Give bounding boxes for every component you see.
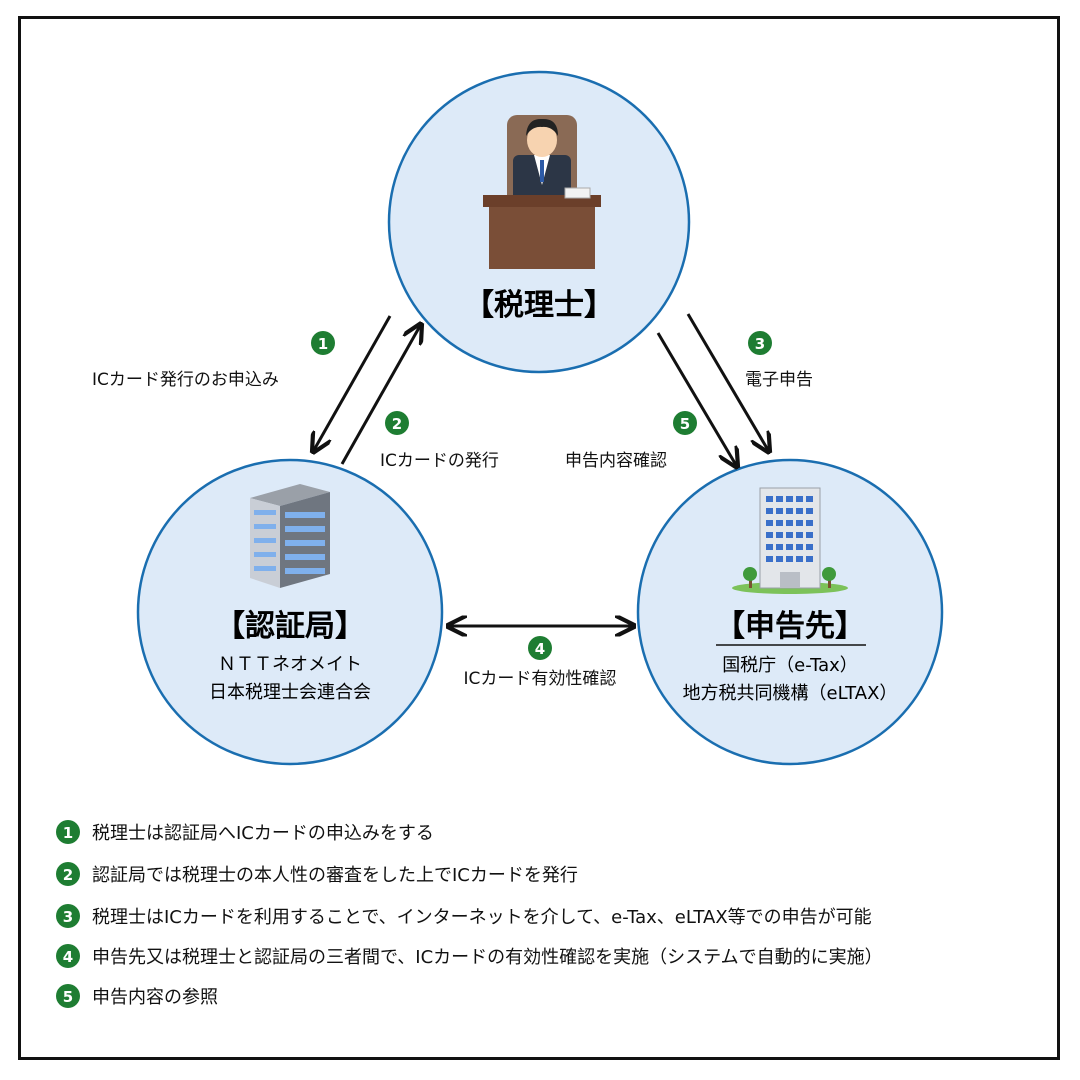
svg-text:1: 1	[318, 335, 328, 353]
tax-accountant-title: 【税理士】	[464, 288, 614, 323]
diagram-frame	[18, 16, 1060, 1060]
legend: 1 税理士は認証局へICカードの申込みをする 2 認証局では税理士の本人性の審査…	[56, 820, 883, 1008]
svg-text:ICカード有効性確認: ICカード有効性確認	[464, 669, 617, 689]
ca-circle	[136, 458, 444, 766]
arrow-2-label: 2 ICカードの発行	[380, 411, 499, 471]
legend-item-5: 5 申告内容の参照	[56, 984, 218, 1008]
svg-text:5: 5	[680, 415, 690, 433]
svg-text:2: 2	[392, 415, 402, 433]
ca-building-icon	[250, 484, 330, 588]
dest-line-2: 地方税共同機構（eLTAX）	[683, 683, 898, 704]
arrow-3-label: 3 電子申告	[745, 331, 813, 390]
svg-text:4: 4	[63, 948, 73, 966]
svg-text:税理士は認証局へICカードの申込みをする: 税理士は認証局へICカードの申込みをする	[92, 823, 434, 844]
arrow-1-label: 1 ICカード発行のお申込み	[92, 331, 335, 390]
svg-text:申告内容確認: 申告内容確認	[565, 451, 667, 471]
legend-item-3: 3 税理士はICカードを利用することで、インターネットを介して、e-Tax、eL…	[56, 904, 872, 928]
arrow-2	[340, 326, 420, 465]
arrow-5	[656, 332, 736, 465]
arrow-1	[314, 315, 392, 450]
dest-line-1: 国税庁（e-Tax）	[722, 655, 858, 676]
ca-line-2: 日本税理士会連合会	[209, 682, 371, 703]
tax-accountant-icon	[483, 115, 601, 269]
ca-title: 【認証局】	[215, 609, 365, 644]
legend-item-4: 4 申告先又は税理士と認証局の三者間で、ICカードの有効性確認を実施（システムで…	[56, 944, 883, 968]
svg-text:申告内容の参照: 申告内容の参照	[92, 987, 218, 1008]
legend-item-2: 2 認証局では税理士の本人性の審査をした上でICカードを発行	[56, 862, 578, 886]
arrow-5-label: 5 申告内容確認	[565, 411, 697, 471]
dest-circle	[636, 458, 944, 766]
svg-text:3: 3	[63, 908, 73, 926]
svg-text:5: 5	[63, 988, 73, 1006]
legend-item-1: 1 税理士は認証局へICカードの申込みをする	[56, 820, 434, 844]
svg-text:ICカード発行のお申込み: ICカード発行のお申込み	[92, 370, 279, 390]
svg-text:税理士はICカードを利用することで、インターネットを介して、: 税理士はICカードを利用することで、インターネットを介して、e-Tax、eLTA…	[92, 907, 872, 928]
ca-line-1: ＮＴＴネオメイト	[218, 654, 362, 675]
svg-text:4: 4	[535, 640, 545, 658]
svg-text:1: 1	[63, 824, 73, 842]
arrow-4-label: 4 ICカード有効性確認	[464, 636, 617, 689]
arrow-3	[686, 313, 768, 450]
svg-text:ICカードの発行: ICカードの発行	[380, 451, 499, 471]
svg-text:電子申告: 電子申告	[745, 370, 813, 390]
svg-text:2: 2	[63, 866, 73, 884]
svg-text:認証局では税理士の本人性の審査をした上でICカードを発行: 認証局では税理士の本人性の審査をした上でICカードを発行	[92, 865, 578, 886]
dest-title: 【申告先】	[715, 609, 865, 644]
svg-text:申告先又は税理士と認証局の三者間で、ICカードの有効性確認を: 申告先又は税理士と認証局の三者間で、ICカードの有効性確認を実施（システムで自動…	[92, 947, 883, 968]
tax-office-icon	[732, 487, 848, 594]
svg-text:3: 3	[755, 335, 765, 353]
